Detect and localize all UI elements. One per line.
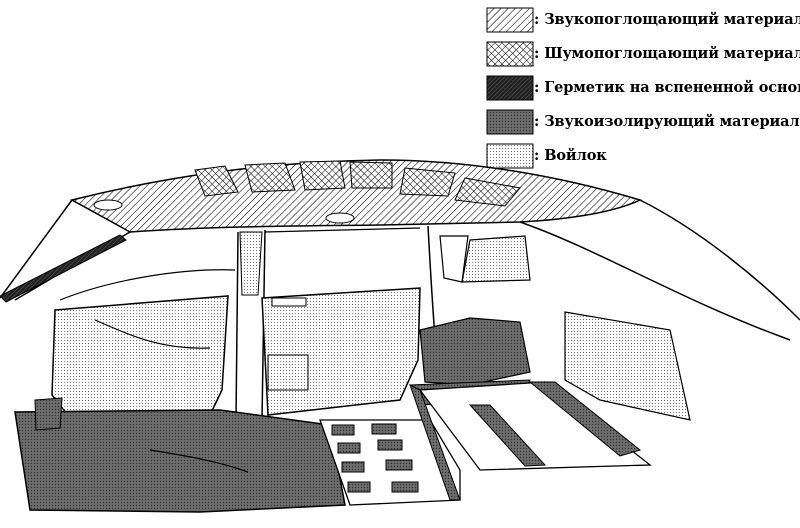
roof-lamp — [93, 199, 123, 211]
legend-swatch-crosshatch — [485, 41, 531, 65]
legend-swatch-hatch — [485, 7, 531, 31]
legend-label: : Звукоизолирующий материал — [534, 112, 800, 130]
legend-swatch-dots — [485, 143, 531, 167]
rear-quarter-felt — [461, 235, 531, 283]
roof-panel — [454, 177, 521, 207]
roof-panel — [194, 165, 239, 197]
legend-swatch-dark — [485, 109, 531, 133]
rear-side-felt-panel — [564, 311, 691, 421]
front-door-panel — [51, 295, 229, 419]
rear-wheelarch-insulation — [419, 317, 531, 386]
legend: : Звукопоглощающий материал : Шумопоглощ… — [485, 6, 800, 176]
front-door-window-line — [59, 269, 236, 301]
trunk-strip-left — [468, 404, 547, 467]
legend-label: : Шумопоглощающий материал — [534, 44, 800, 62]
rear-quarter-window — [439, 235, 469, 283]
roof-panel — [244, 162, 296, 193]
roof-panel — [399, 167, 456, 197]
legend-item-sound-absorbing: : Звукопоглощающий материал — [485, 6, 800, 32]
rear-door-window-line — [264, 227, 421, 233]
legend-swatch-dense — [485, 75, 531, 99]
roof-crosshatch-panels — [93, 160, 521, 224]
legend-item-felt: : Войлок — [485, 142, 797, 168]
legend-item-sound-insulating: : Звукоизолирующий материал — [485, 108, 800, 134]
rear-door-panel — [261, 287, 421, 416]
front-door-armrest — [94, 319, 211, 349]
floor-carpet — [14, 409, 346, 513]
swatch-crosshatch — [486, 41, 534, 67]
floor-tunnel — [149, 449, 249, 473]
roof-lamp — [325, 212, 355, 224]
floor-carpet-front — [34, 397, 63, 431]
a-pillar-seal — [0, 234, 127, 303]
legend-item-foam-sealant: : Герметик на вспененной основе — [485, 74, 800, 100]
trunk-wall — [409, 384, 461, 501]
b-pillar-felt — [239, 231, 263, 296]
legend-label: : Звукопоглощающий материал — [534, 10, 800, 28]
roof-panel — [299, 160, 346, 191]
swatch-dots — [486, 143, 534, 169]
trunk-strip-right — [528, 381, 642, 457]
legend-swatches — [486, 7, 534, 169]
trunk-floor — [418, 381, 652, 471]
legend-label: : Герметик на вспененной основе — [534, 78, 800, 96]
swatch-hatch — [486, 7, 534, 33]
rear-floor-blocks — [331, 423, 419, 493]
legend-label: : Войлок — [534, 146, 607, 164]
roof-panel — [349, 161, 393, 189]
rear-door-handle — [271, 297, 307, 307]
legend-item-noise-absorbing: : Шумопоглощающий материал — [485, 40, 800, 66]
rear-door-pocket — [267, 354, 309, 391]
swatch-dark — [486, 109, 534, 135]
swatch-dense — [486, 75, 534, 101]
